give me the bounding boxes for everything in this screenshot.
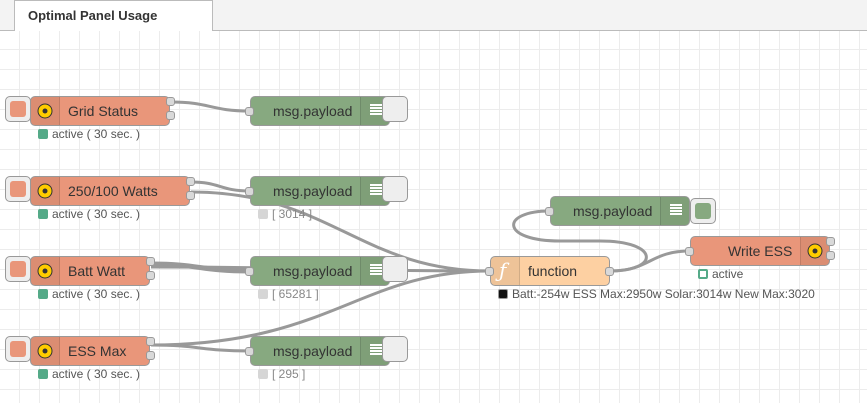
input-port[interactable] xyxy=(245,107,254,116)
status-write-ess: active xyxy=(698,267,743,281)
input-port[interactable] xyxy=(245,187,254,196)
status-ess-max: active ( 30 sec. ) xyxy=(38,367,140,381)
inject-button-watts[interactable] xyxy=(5,176,31,202)
input-port[interactable] xyxy=(485,267,494,276)
node-label: function xyxy=(528,263,578,279)
status-debug-2: [ 3014 ] xyxy=(258,207,312,221)
output-port[interactable] xyxy=(146,351,155,360)
output-port[interactable] xyxy=(146,257,155,266)
flow-workspace[interactable]: Grid Status active ( 30 sec. ) msg.paylo… xyxy=(0,31,867,403)
function-glyph: ƒ xyxy=(499,258,507,282)
node-grid-status[interactable]: Grid Status xyxy=(30,96,170,126)
node-function[interactable]: ƒ function xyxy=(490,256,610,286)
output-port[interactable] xyxy=(166,111,175,120)
node-debug-5[interactable]: msg.payload xyxy=(550,196,690,226)
node-label: 250/100 Watts xyxy=(68,183,158,199)
gear-icon xyxy=(31,97,60,125)
output-port[interactable] xyxy=(826,237,835,246)
wire-function-write xyxy=(609,249,691,273)
output-port[interactable] xyxy=(826,251,835,260)
node-ess-max[interactable]: ESS Max xyxy=(30,336,150,366)
node-label: msg.payload xyxy=(273,343,353,359)
node-250-100-watts[interactable]: 250/100 Watts xyxy=(30,176,190,206)
debug-toggle-5[interactable] xyxy=(690,198,716,224)
debug-toggle-3[interactable] xyxy=(382,256,408,282)
wire-watts-debug2 xyxy=(190,180,251,193)
output-port[interactable] xyxy=(166,97,175,106)
debug-toggle-1[interactable] xyxy=(382,96,408,122)
tab-bar: Optimal Panel Usage xyxy=(0,0,867,31)
status-batt-watt: active ( 30 sec. ) xyxy=(38,287,140,301)
gear-icon xyxy=(31,177,60,205)
node-debug-2[interactable]: msg.payload xyxy=(250,176,390,206)
output-port[interactable] xyxy=(146,337,155,346)
input-port[interactable] xyxy=(245,267,254,276)
node-write-ess[interactable]: Write ESS xyxy=(690,236,830,266)
wire-ess-function xyxy=(150,269,491,347)
input-port[interactable] xyxy=(545,207,554,216)
status-function: Batt:-254w ESS Max:2950w Solar:3014w New… xyxy=(498,287,815,301)
node-batt-watt[interactable]: Batt Watt xyxy=(30,256,150,286)
output-port[interactable] xyxy=(146,271,155,280)
gear-icon xyxy=(31,337,60,365)
wire-watts-function xyxy=(190,190,491,273)
output-port[interactable] xyxy=(605,267,614,276)
input-port[interactable] xyxy=(685,247,694,256)
node-debug-3[interactable]: msg.payload xyxy=(250,256,390,286)
node-label: msg.payload xyxy=(273,183,353,199)
gear-icon xyxy=(800,237,829,265)
status-debug-3: [ 65281 ] xyxy=(258,287,319,301)
status-debug-4: [ 295 ] xyxy=(258,367,305,381)
status-watts: active ( 30 sec. ) xyxy=(38,207,140,221)
status-grid-status: active ( 30 sec. ) xyxy=(38,127,140,141)
wire-function-debug5 xyxy=(512,209,648,273)
node-label: msg.payload xyxy=(273,103,353,119)
output-port[interactable] xyxy=(186,191,195,200)
node-label: Grid Status xyxy=(68,103,139,119)
tab-optimal-panel-usage[interactable]: Optimal Panel Usage xyxy=(14,0,213,31)
input-port[interactable] xyxy=(245,347,254,356)
gear-icon xyxy=(31,257,60,285)
function-icon: ƒ xyxy=(491,257,520,285)
debug-toggle-4[interactable] xyxy=(382,336,408,362)
wire-grid-debug1 xyxy=(170,100,251,113)
node-label: msg.payload xyxy=(573,203,653,219)
output-port[interactable] xyxy=(186,177,195,186)
node-label: Write ESS xyxy=(728,243,793,259)
list-icon xyxy=(660,197,689,225)
inject-button-batt-watt[interactable] xyxy=(5,256,31,282)
inject-button-ess-max[interactable] xyxy=(5,336,31,362)
node-label: Batt Watt xyxy=(68,263,126,279)
node-label: msg.payload xyxy=(273,263,353,279)
node-debug-4[interactable]: msg.payload xyxy=(250,336,390,366)
node-label: ESS Max xyxy=(68,343,127,359)
inject-button-grid-status[interactable] xyxy=(5,96,31,122)
debug-toggle-2[interactable] xyxy=(382,176,408,202)
node-debug-1[interactable]: msg.payload xyxy=(250,96,390,126)
